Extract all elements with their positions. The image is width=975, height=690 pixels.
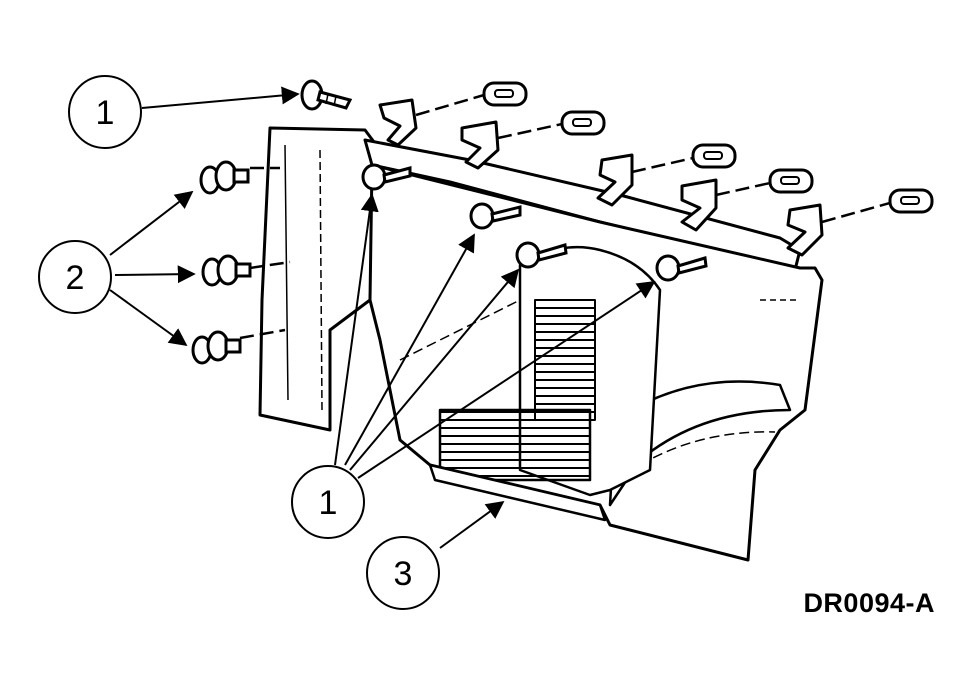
svg-text:1: 1 bbox=[96, 94, 115, 132]
arrow-to-panel bbox=[439, 500, 505, 549]
svg-text:2: 2 bbox=[66, 259, 85, 297]
screw bbox=[655, 254, 708, 282]
clip bbox=[680, 178, 718, 232]
screw bbox=[361, 163, 412, 191]
clip bbox=[786, 203, 824, 257]
callout-lower-screws: 1 bbox=[291, 465, 365, 539]
arrow-to-pin-3 bbox=[109, 289, 188, 347]
svg-text:3: 3 bbox=[394, 555, 413, 593]
arrow-to-screw-d bbox=[357, 281, 656, 479]
svg-text:1: 1 bbox=[319, 484, 338, 522]
clip bbox=[378, 98, 418, 147]
wheel-arch bbox=[608, 380, 792, 507]
arrow-to-screw-c bbox=[349, 268, 520, 471]
vent-grille bbox=[438, 408, 592, 482]
clip bbox=[460, 120, 500, 170]
screw bbox=[469, 202, 522, 230]
alignment-lines bbox=[239, 93, 891, 340]
arrow-to-pin-1 bbox=[109, 190, 194, 256]
arrow-to-pin-2 bbox=[114, 265, 196, 284]
push-pin bbox=[191, 330, 242, 365]
screws bbox=[300, 79, 708, 282]
arrow-to-screw-a bbox=[334, 193, 379, 466]
arrow-to-top-screw bbox=[141, 86, 300, 109]
screw bbox=[515, 241, 568, 269]
retainer-nuts bbox=[482, 81, 934, 214]
leader-arrows bbox=[109, 86, 656, 549]
push-pin bbox=[199, 160, 250, 195]
callout-top-screw: 1 bbox=[68, 75, 142, 149]
arrow-to-screw-b bbox=[344, 233, 475, 466]
figure-code: DR0094-A bbox=[803, 588, 935, 618]
callout-panel: 3 bbox=[366, 536, 440, 610]
push-pins bbox=[191, 160, 252, 365]
clip bbox=[596, 153, 634, 207]
screw-top bbox=[300, 79, 353, 111]
rail-clips bbox=[378, 98, 824, 257]
pillar-section bbox=[258, 126, 382, 432]
push-pin bbox=[201, 254, 252, 287]
callout-push-pin: 2 bbox=[38, 240, 112, 314]
quarter-trim-panel bbox=[258, 126, 824, 562]
